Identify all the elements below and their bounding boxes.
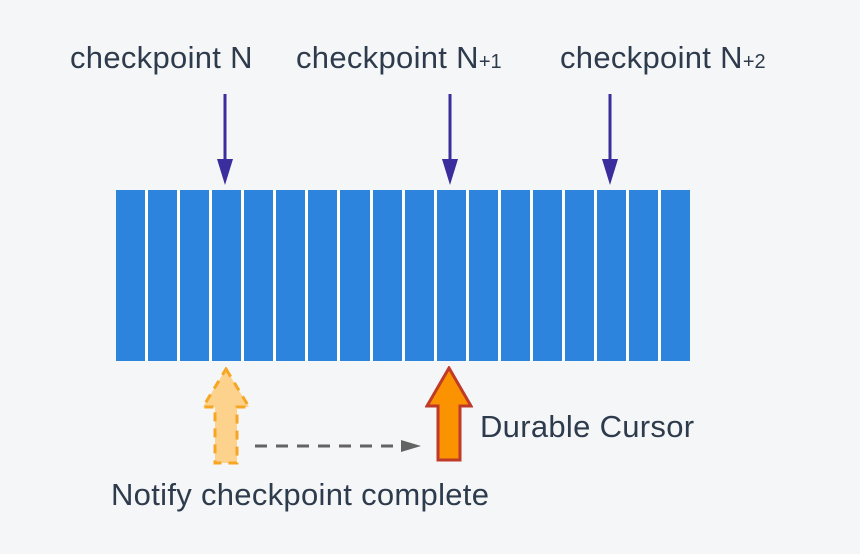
log-segment [372, 190, 402, 361]
checkpoint-n-arrow-icon [217, 94, 233, 185]
checkpoint-n1-label: checkpoint N+1 [296, 40, 502, 76]
checkpoint-n2-arrow-icon [602, 94, 618, 185]
log-segment [308, 190, 338, 361]
checkpoint-n1-label-sub: +1 [478, 51, 502, 73]
log-segment [404, 190, 434, 361]
checkpoint-n2-label-sub: +2 [742, 51, 766, 73]
log-segment [276, 190, 306, 361]
notify-to-cursor-arrow-icon [255, 440, 421, 452]
durable-cursor-label: Durable Cursor [480, 409, 695, 444]
log-segment [212, 190, 242, 361]
log-segment [340, 190, 370, 361]
notify-checkpoint-complete-label: Notify checkpoint complete [111, 477, 490, 512]
log-segment [180, 190, 210, 361]
log-segment [468, 190, 498, 361]
durable-cursor-arrow-icon [425, 366, 473, 462]
log-segment [532, 190, 562, 361]
log-segment [500, 190, 530, 361]
log-segment [436, 190, 466, 361]
checkpoint-n1-arrow-icon [442, 94, 458, 185]
log-segment [661, 190, 691, 361]
log-segment [596, 190, 626, 361]
log-segment [244, 190, 274, 361]
checkpoint-n-label: checkpoint N [70, 40, 253, 76]
log-segment [629, 190, 659, 361]
log-segment [564, 190, 594, 361]
log-segment [148, 190, 178, 361]
log-segments-bar [116, 190, 691, 361]
checkpoint-n-label-base: checkpoint N [70, 40, 253, 75]
notify-checkpoint-arrow-icon [200, 367, 252, 465]
checkpoint-n2-label-base: checkpoint N [560, 40, 743, 75]
checkpoint-n1-label-base: checkpoint N [296, 40, 479, 75]
checkpoint-n2-label: checkpoint N+2 [560, 40, 766, 76]
log-segment [116, 190, 146, 361]
